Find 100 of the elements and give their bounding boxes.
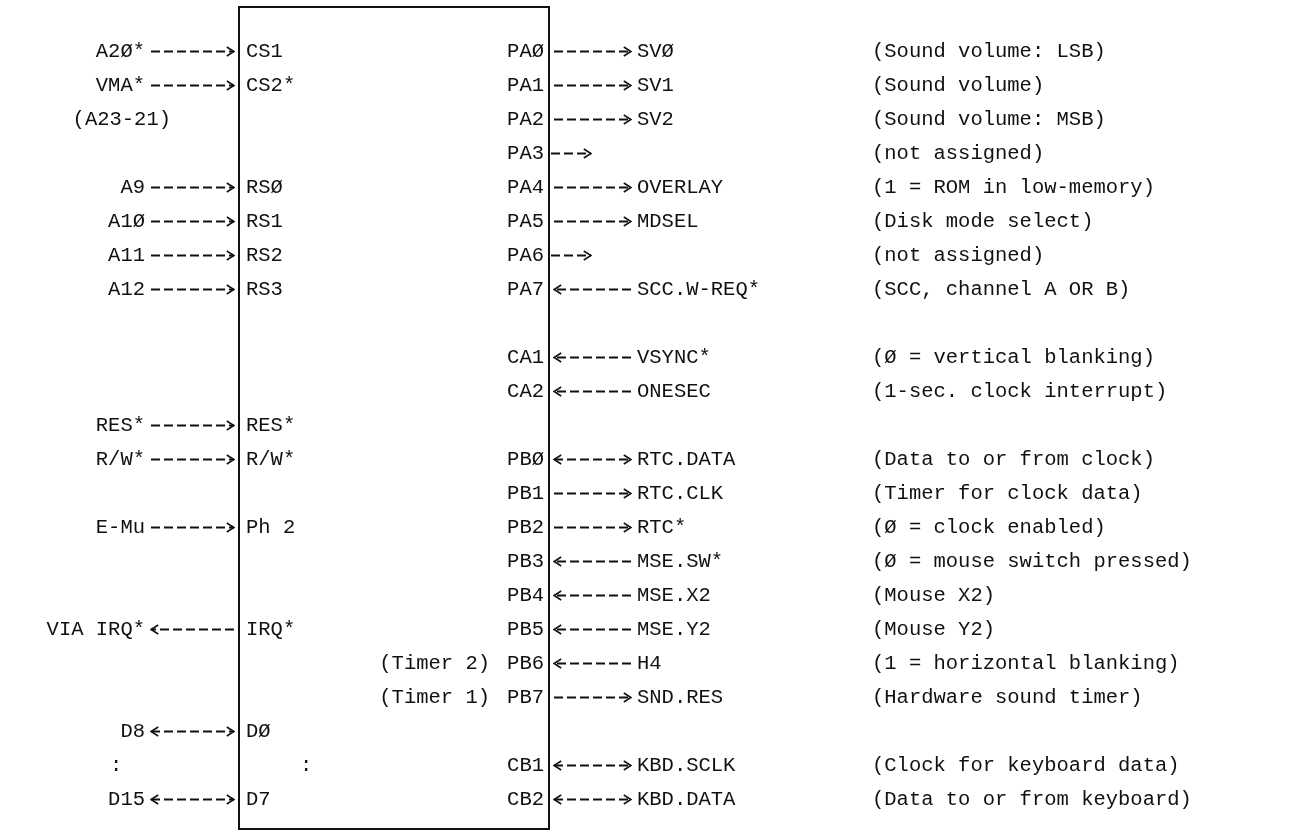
note-text: (Timer 2) bbox=[379, 652, 490, 676]
signal-label: A1Ø bbox=[108, 210, 145, 233]
arrow bbox=[150, 522, 235, 533]
arrow bbox=[553, 80, 632, 91]
signal-label: MDSEL bbox=[637, 210, 699, 233]
pin-label: RS3 bbox=[246, 278, 283, 301]
description-text: (Sound volume) bbox=[872, 74, 1045, 98]
signal-label: R/W* bbox=[95, 448, 145, 471]
pin-label: IRQ* bbox=[246, 618, 296, 641]
signal-label: RTC.DATA bbox=[637, 448, 736, 471]
arrow bbox=[553, 658, 632, 669]
signal-label: RTC.CLK bbox=[637, 482, 724, 505]
description-text: (Ø = mouse switch pressed) bbox=[872, 550, 1192, 574]
pin-label: PB6 bbox=[507, 652, 544, 675]
pin-label: PB3 bbox=[507, 550, 544, 573]
pin-label: PA7 bbox=[507, 278, 544, 301]
arrow bbox=[150, 794, 235, 805]
description-text: (Disk mode select) bbox=[872, 210, 1094, 234]
signal-label: OVERLAY bbox=[637, 176, 724, 199]
description-text: (Ø = clock enabled) bbox=[872, 516, 1106, 540]
arrow bbox=[553, 454, 632, 465]
arrow bbox=[150, 454, 235, 465]
signal-label: MSE.SW* bbox=[637, 550, 724, 573]
arrow bbox=[553, 352, 632, 363]
arrow bbox=[553, 182, 632, 193]
description-text: (Mouse X2) bbox=[872, 584, 996, 608]
pin-label: Ph 2 bbox=[246, 516, 296, 539]
pin-label: PA1 bbox=[507, 74, 544, 97]
signal-label: A9 bbox=[120, 176, 145, 199]
arrow bbox=[150, 80, 235, 91]
arrow bbox=[553, 284, 632, 295]
description-text: (1-sec. clock interrupt) bbox=[872, 380, 1168, 404]
description-text: (Sound volume: MSB) bbox=[872, 108, 1106, 132]
pin-label: PA2 bbox=[507, 108, 544, 131]
description-text: (Mouse Y2) bbox=[872, 618, 996, 642]
arrow bbox=[150, 726, 235, 737]
signal-label: SVØ bbox=[637, 40, 674, 63]
pin-label: CB1 bbox=[507, 754, 544, 777]
ellipsis-mark: : bbox=[300, 754, 313, 778]
signal-label: D15 bbox=[108, 788, 145, 811]
description-text: (Hardware sound timer) bbox=[872, 686, 1143, 710]
pin-label: RES* bbox=[246, 414, 296, 437]
arrow bbox=[553, 114, 632, 125]
pin-label: PA5 bbox=[507, 210, 544, 233]
signal-label: VSYNC* bbox=[637, 346, 711, 369]
note-text: (A23-21) bbox=[72, 108, 171, 132]
arrow bbox=[553, 386, 632, 397]
note-text: (Timer 1) bbox=[379, 686, 490, 710]
arrow bbox=[550, 250, 592, 261]
pin-label: DØ bbox=[246, 720, 271, 743]
pin-label: PB5 bbox=[507, 618, 544, 641]
signal-label: MSE.X2 bbox=[637, 584, 711, 607]
signal-label: SV2 bbox=[637, 108, 674, 131]
description-text: (Ø = vertical blanking) bbox=[872, 346, 1155, 370]
pin-label: PAØ bbox=[507, 40, 544, 63]
arrow bbox=[553, 522, 632, 533]
signal-label: VMA* bbox=[95, 74, 145, 97]
description-text: (Data to or from keyboard) bbox=[872, 788, 1192, 812]
signal-label: ONESEC bbox=[637, 380, 711, 403]
arrow bbox=[150, 284, 235, 295]
pin-label: CB2 bbox=[507, 788, 544, 811]
pin-label: RS2 bbox=[246, 244, 283, 267]
pin-label: PB1 bbox=[507, 482, 544, 505]
description-text: (not assigned) bbox=[872, 244, 1045, 268]
signal-label: H4 bbox=[637, 652, 662, 675]
pin-label: CA2 bbox=[507, 380, 544, 403]
signal-label: KBD.DATA bbox=[637, 788, 736, 811]
pin-label: CS2* bbox=[246, 74, 296, 97]
pin-label: CA1 bbox=[507, 346, 544, 369]
arrow bbox=[550, 148, 592, 159]
arrow bbox=[150, 216, 235, 227]
signal-label: MSE.Y2 bbox=[637, 618, 711, 641]
arrow bbox=[150, 46, 235, 57]
signal-label: VIA IRQ* bbox=[46, 618, 145, 641]
ellipsis-mark: : bbox=[110, 754, 123, 778]
pin-label: PBØ bbox=[507, 448, 544, 471]
signal-label: A12 bbox=[108, 278, 145, 301]
signal-label: RES* bbox=[95, 414, 145, 437]
arrow bbox=[553, 46, 632, 57]
signal-label: A11 bbox=[108, 244, 145, 267]
arrow bbox=[553, 590, 632, 601]
arrow bbox=[553, 488, 632, 499]
pin-label: R/W* bbox=[246, 448, 296, 471]
signal-label: E-Mu bbox=[95, 516, 145, 539]
description-text: (Clock for keyboard data) bbox=[872, 754, 1180, 778]
arrow bbox=[553, 760, 632, 771]
signal-label: KBD.SCLK bbox=[637, 754, 736, 777]
chip-outline bbox=[238, 6, 550, 830]
description-text: (Data to or from clock) bbox=[872, 448, 1155, 472]
description-text: (Sound volume: LSB) bbox=[872, 40, 1106, 64]
description-text: (1 = horizontal blanking) bbox=[872, 652, 1180, 676]
description-text: (not assigned) bbox=[872, 142, 1045, 166]
pin-label: PB2 bbox=[507, 516, 544, 539]
arrow bbox=[150, 250, 235, 261]
arrow bbox=[553, 692, 632, 703]
signal-label: SND.RES bbox=[637, 686, 724, 709]
signal-label: SV1 bbox=[637, 74, 674, 97]
arrow bbox=[553, 556, 632, 567]
pin-label: RS1 bbox=[246, 210, 283, 233]
arrow bbox=[553, 624, 632, 635]
